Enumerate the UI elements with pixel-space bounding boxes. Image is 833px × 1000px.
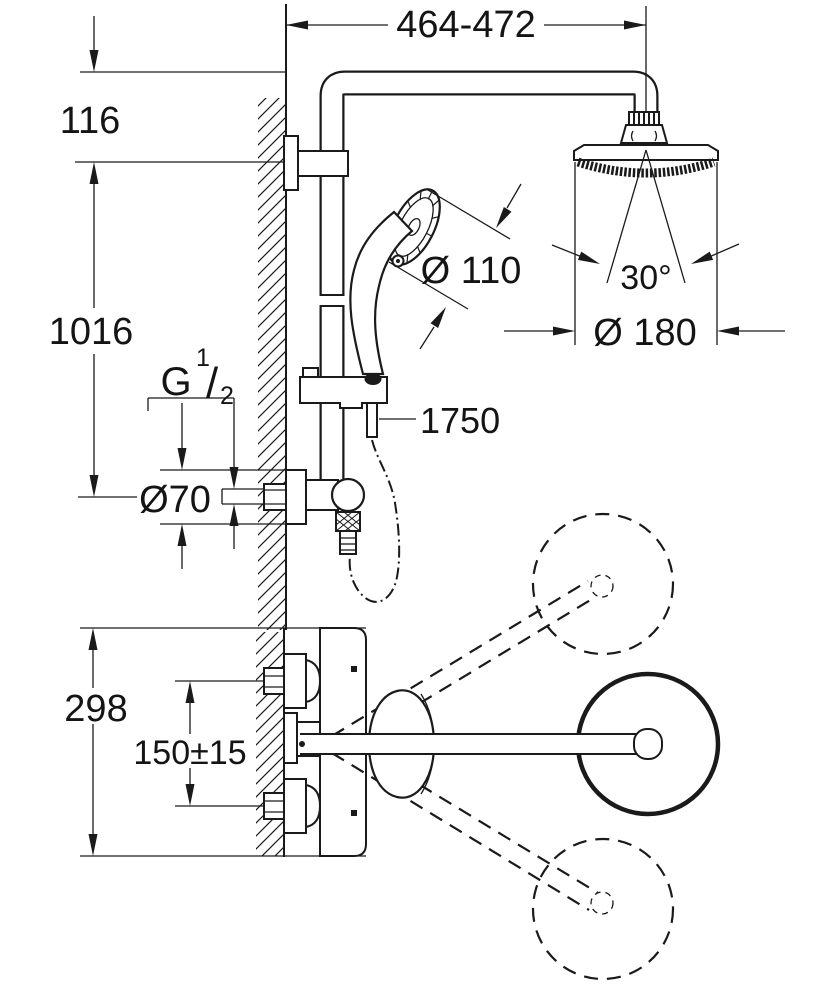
svg-text:/: / (206, 359, 219, 408)
label-inlet-spacing: 150±15 (133, 734, 246, 772)
label-hand-shower-diameter: Ø 110 (421, 250, 522, 292)
svg-text:1: 1 (196, 344, 210, 372)
top-view: 298 150±15 (64, 512, 721, 981)
svg-text:2: 2 (220, 382, 234, 410)
wall-section-upper (258, 4, 287, 630)
hand-shower-handle (349, 210, 414, 376)
dim-hand-shower-diameter (388, 183, 522, 350)
dim-heights (89, 16, 99, 497)
dim-inlet-spacing (185, 681, 195, 806)
spray-angle-lines (551, 149, 740, 284)
wall-bracket (283, 135, 349, 191)
label-spray-angle: 30° (620, 259, 671, 297)
svg-text:G: G (160, 360, 191, 404)
label-rail-height: 1016 (49, 311, 134, 353)
label-escutcheon-diameter: Ø70 (139, 479, 211, 521)
label-hose-length: 1750 (420, 400, 500, 441)
hand-shower (349, 188, 441, 376)
dim-top-width (286, 20, 646, 30)
label-head-shower-diameter: Ø 180 (593, 312, 697, 354)
thermostat-valve-front (221, 439, 401, 603)
hand-shower-holder (299, 367, 388, 438)
head-shower (573, 111, 719, 178)
shower-arm (299, 728, 663, 760)
dim-thread (147, 397, 239, 549)
shower-hose-loop (348, 439, 401, 603)
label-thread-size: G 1 / 2 (160, 344, 234, 410)
dim-escutcheon (78, 403, 286, 569)
dim-head-diameter (504, 162, 785, 345)
dim-overall-width (88, 628, 98, 856)
hose-connection (335, 511, 361, 555)
label-top-width: 464-472 (396, 4, 535, 46)
shower-rail-pipe (319, 70, 659, 480)
label-top-offset: 116 (60, 100, 121, 142)
wall-section-lower (256, 628, 285, 857)
front-view: 464-472 116 1016 G 1 / 2 Ø70 Ø 110 30° Ø… (49, 4, 785, 630)
spray-nozzle-band (576, 157, 716, 178)
label-overall-width: 298 (64, 688, 127, 730)
